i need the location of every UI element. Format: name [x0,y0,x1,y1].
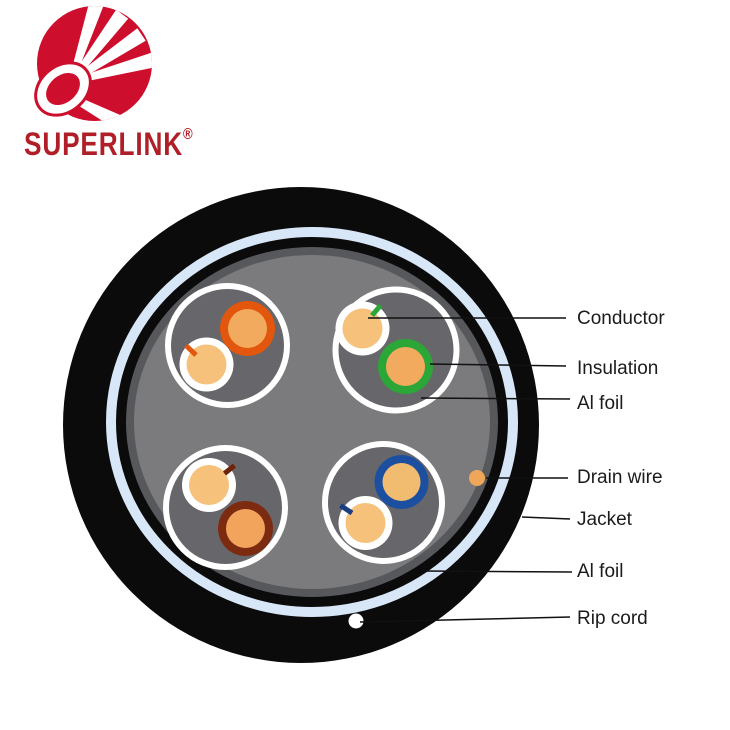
conductor [382,463,421,501]
label-jacket: Jacket [577,509,632,530]
label-rip-cord: Rip cord [577,608,648,629]
callout-lines [359,317,573,623]
pair-bottom-left-brown [163,445,288,570]
label-insulation: Insulation [577,358,659,379]
pair-top-left-orange [165,283,290,408]
label-drain-wire: Drain wire [577,467,663,488]
callout-line-rip-cord [359,616,571,623]
logo-cone-opening [34,61,92,117]
registered-mark: ® [183,126,193,144]
brand-name: SUPERLINK® [24,126,193,163]
callout-line-jacket [521,516,571,520]
callout-line-al-foil-pair [420,397,571,400]
conductor [186,344,227,385]
label-al-foil-outer: Al foil [577,561,624,582]
pair-bottom-right-blue [322,441,445,564]
stripe-tick-brown [222,463,237,476]
conductor [226,509,265,548]
conductor [228,309,267,348]
conductor [342,308,383,349]
al-foil-outer-ring [106,227,518,617]
callout-line-al-foil-outer [423,570,573,573]
stripe-tick-green [370,303,383,318]
pair-shield-foil [322,441,445,564]
rip-cord-dot [348,613,364,629]
callout-line-insulation [429,363,567,367]
label-conductor: Conductor [577,308,665,329]
stripe-tick-orange [184,343,198,357]
brand-name-text: SUPERLINK [24,126,184,162]
conductor [345,503,386,543]
drain-wire-dot [469,470,485,486]
label-al-foil-pair: Al foil [577,393,624,414]
cable-ball-icon [34,6,152,121]
superlink-logo-icon [33,4,158,129]
logo-stripes [67,6,152,121]
conductor [189,465,229,505]
conductor [386,347,425,386]
pair-top-right-green [332,286,460,414]
stripe-tick-blue [339,503,354,516]
